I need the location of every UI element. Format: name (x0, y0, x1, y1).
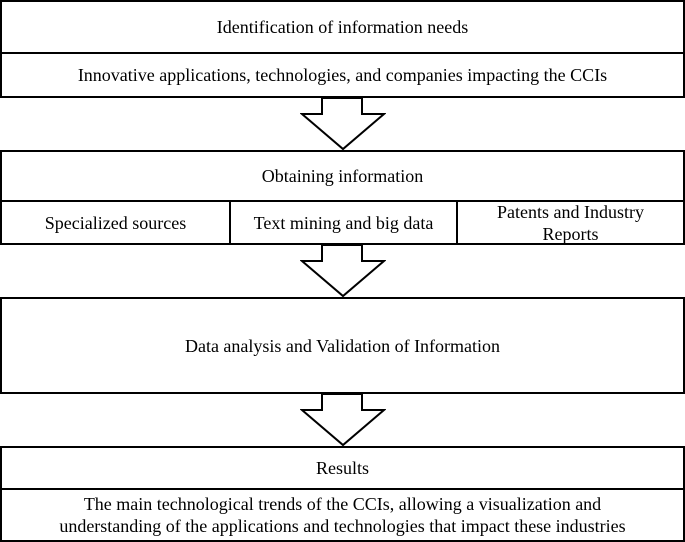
down-arrow-1 (300, 97, 386, 151)
source-text-mining: Text mining and big data (253, 212, 434, 233)
stage3-box: Data analysis and Validation of Informat… (0, 297, 685, 394)
stage3-title: Data analysis and Validation of Informat… (184, 335, 501, 356)
stage4-detail-box: The main technological trends of the CCI… (0, 488, 685, 542)
stage1-title-box: Identification of information needs (0, 0, 685, 54)
source-patents-box: Patents and Industry Reports (456, 200, 685, 245)
source-patents: Patents and Industry Reports (497, 201, 644, 244)
source-specialized-box: Specialized sources (0, 200, 231, 245)
stage4-title-box: Results (0, 446, 685, 490)
source-specialized: Specialized sources (44, 212, 187, 233)
source-text-mining-box: Text mining and big data (229, 200, 458, 245)
stage4-detail: The main technological trends of the CCI… (59, 494, 626, 536)
down-arrow-3 (300, 393, 386, 447)
stage1-detail-box: Innovative applications, technologies, a… (0, 52, 685, 98)
stage4-title: Results (315, 458, 369, 478)
stage1-detail: Innovative applications, technologies, a… (77, 65, 608, 85)
stage2-title-box: Obtaining information (0, 150, 685, 202)
stage1-title: Identification of information needs (216, 17, 469, 37)
stage2-title: Obtaining information (261, 166, 424, 186)
down-arrow-2 (300, 244, 386, 298)
